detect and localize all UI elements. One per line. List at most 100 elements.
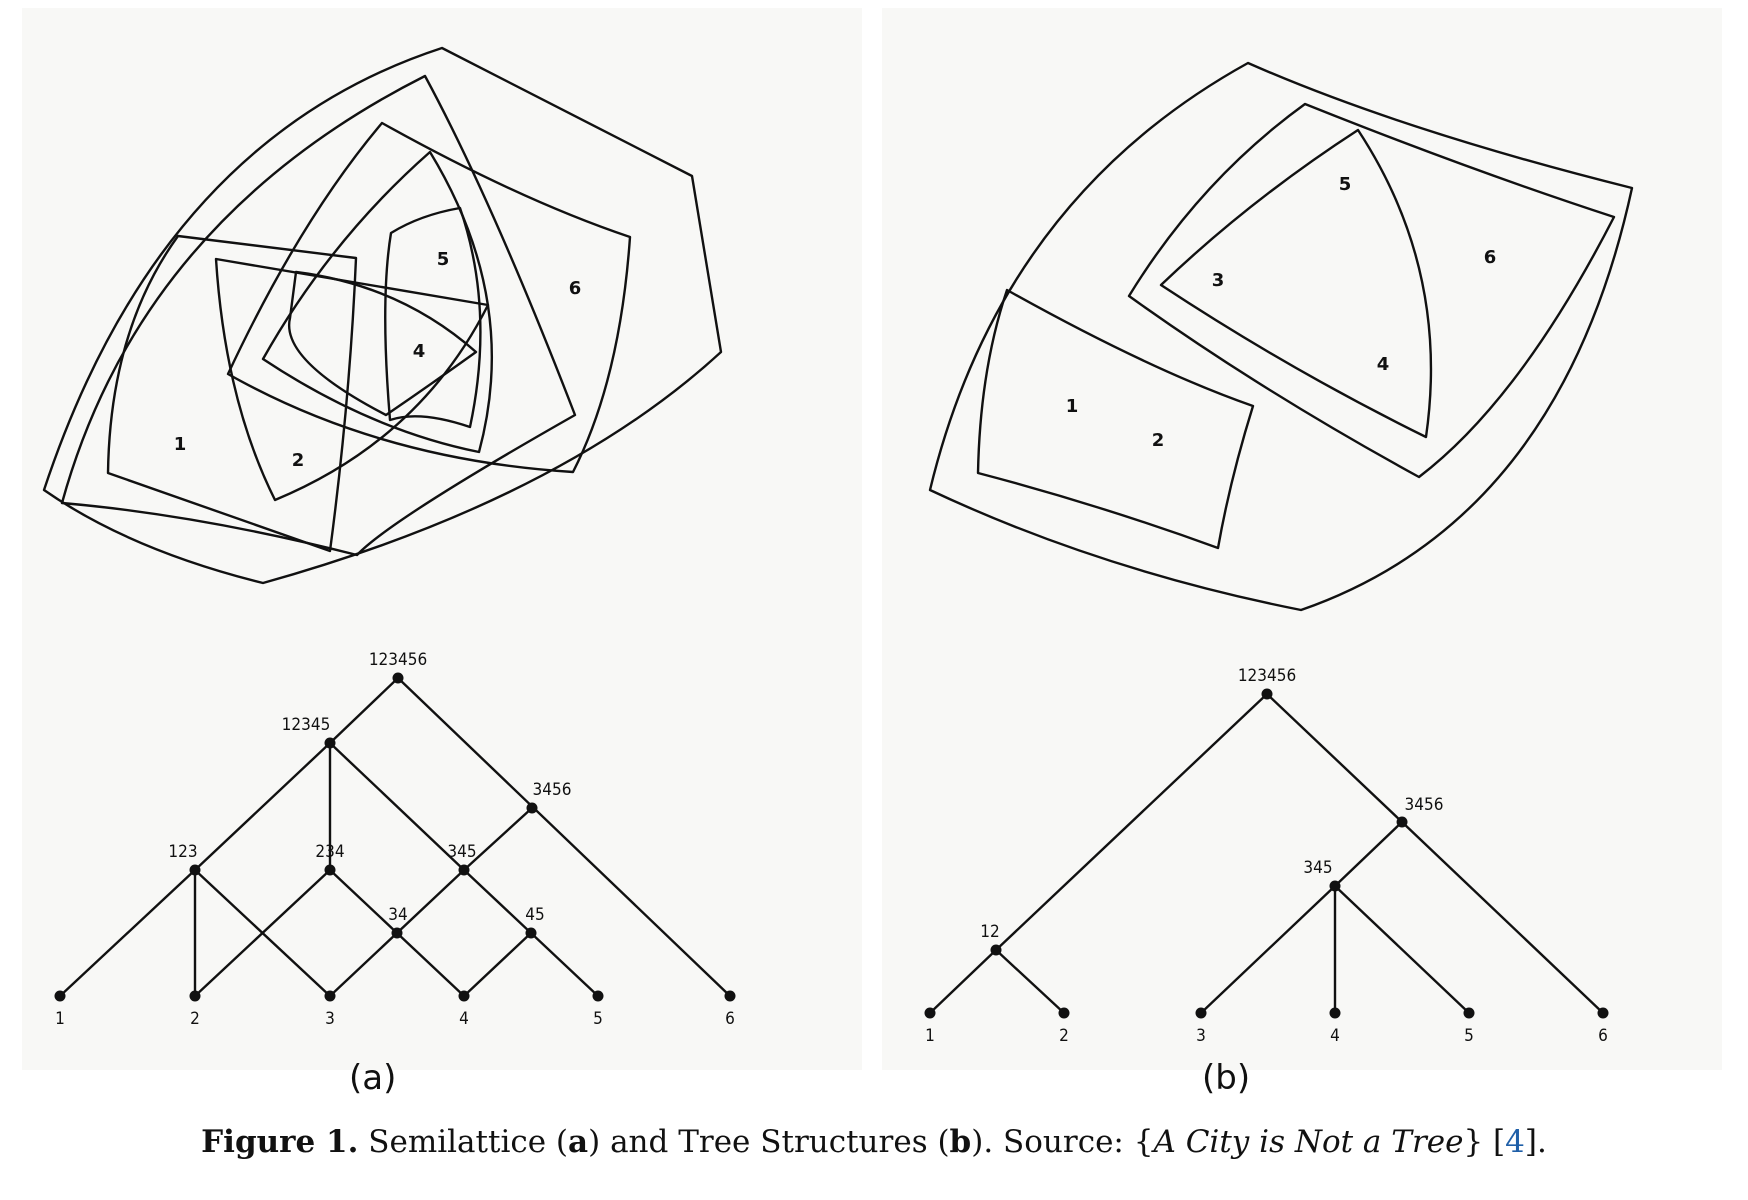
panel-a-background xyxy=(22,8,862,1070)
edge-12345-345 xyxy=(329,742,465,871)
edge-45-4 xyxy=(463,932,532,997)
tree-node-12 xyxy=(990,944,1002,956)
venn-diagram-b: 1 2 3 4 5 6 xyxy=(928,61,1634,612)
node-1 xyxy=(54,990,66,1002)
venn-a-label-1: 1 xyxy=(174,434,187,455)
caption-citation-link[interactable]: 4 xyxy=(1505,1124,1525,1160)
node-label-3: 3 xyxy=(325,1009,335,1029)
node-234 xyxy=(324,864,336,876)
node-label-4: 4 xyxy=(459,1009,469,1029)
tree-label-6: 6 xyxy=(1598,1026,1608,1046)
tree-edge-12-1 xyxy=(929,949,997,1014)
tree-edge-123456-12 xyxy=(995,693,1268,951)
node-label-6: 6 xyxy=(725,1009,735,1029)
tree-label-345: 345 xyxy=(1303,858,1332,878)
panel-label-a: (a) xyxy=(349,1058,397,1098)
tree-label-3456: 3456 xyxy=(1405,795,1444,815)
node-4 xyxy=(458,990,470,1002)
caption-text-1: Semilattice ( xyxy=(358,1124,569,1160)
venn-a-region-123 xyxy=(106,234,358,553)
venn-a-region-45 xyxy=(384,206,482,429)
venn-b-label-6: 6 xyxy=(1484,247,1497,268)
node-label-2: 2 xyxy=(190,1009,200,1029)
caption-figure-number: Figure 1. xyxy=(201,1124,359,1160)
node-45 xyxy=(525,927,537,939)
node-3456 xyxy=(526,802,538,814)
venn-b-region-345 xyxy=(1159,128,1433,439)
venn-b-region-3456 xyxy=(1127,102,1616,479)
node-5 xyxy=(592,990,604,1002)
venn-b-label-1: 1 xyxy=(1066,396,1079,417)
tree-edge-3456-6 xyxy=(1401,821,1604,1014)
venn-a-label-5: 5 xyxy=(437,249,450,270)
tree-label-3: 3 xyxy=(1196,1026,1206,1046)
node-label-234: 234 xyxy=(315,842,344,862)
venn-a-region-34 xyxy=(287,270,478,417)
venn-a-region-234 xyxy=(214,257,490,502)
tree-node-2 xyxy=(1058,1007,1070,1019)
tree-node-4 xyxy=(1329,1007,1341,1019)
tree-label-123456: 123456 xyxy=(1238,666,1296,686)
node-label-45: 45 xyxy=(525,905,544,925)
tree-node-1 xyxy=(924,1007,936,1019)
edge-34-4 xyxy=(396,932,465,997)
venn-b-label-4: 4 xyxy=(1377,354,1390,375)
tree-node-3 xyxy=(1195,1007,1207,1019)
tree-edge-123456-3456 xyxy=(1266,693,1403,823)
venn-a-region-12345 xyxy=(60,74,577,557)
node-label-123: 123 xyxy=(168,842,197,862)
node-label-123456: 123456 xyxy=(369,650,427,670)
tree-node-6 xyxy=(1597,1007,1609,1019)
edge-123456-3456 xyxy=(397,677,731,997)
edge-123456-12345 xyxy=(329,677,399,744)
caption-text-3: ). Source: { xyxy=(971,1124,1154,1160)
tree-node-3456 xyxy=(1396,816,1408,828)
edge-123-1 xyxy=(59,869,196,997)
tree-label-12: 12 xyxy=(980,922,999,942)
tree-label-2: 2 xyxy=(1059,1026,1069,1046)
tree-edge-12-2 xyxy=(995,949,1065,1014)
tree-edge-345-3 xyxy=(1200,885,1336,1014)
venn-b-label-2: 2 xyxy=(1152,430,1165,451)
node-label-3456: 3456 xyxy=(533,780,572,800)
venn-a-region-345 xyxy=(261,150,493,454)
edge-12345-123 xyxy=(194,742,331,871)
tree-node-5 xyxy=(1463,1007,1475,1019)
node-6 xyxy=(724,990,736,1002)
tree-edge-3456-345 xyxy=(1334,821,1403,887)
venn-a-label-6: 6 xyxy=(569,278,582,299)
node-label-12345: 12345 xyxy=(282,715,331,735)
tree-node-345 xyxy=(1329,880,1341,892)
panel-label-b: (b) xyxy=(1202,1058,1251,1098)
tree-label-5: 5 xyxy=(1464,1026,1474,1046)
caption-panel-b-ref: b xyxy=(949,1124,972,1160)
semilattice-a: 123456 12345 3456 123 234 345 34 45 1 2 … xyxy=(54,650,736,1029)
tree-edge-345-5 xyxy=(1334,885,1470,1014)
node-123 xyxy=(189,864,201,876)
venn-a-region-3456 xyxy=(226,121,632,474)
caption-panel-a-ref: a xyxy=(568,1124,589,1160)
venn-a-outer-region xyxy=(42,46,723,585)
venn-diagram-a: 1 2 5 4 6 xyxy=(42,46,723,585)
caption-text-4: } [ xyxy=(1463,1124,1506,1160)
node-label-5: 5 xyxy=(593,1009,603,1029)
caption-text-5: ]. xyxy=(1524,1124,1547,1160)
venn-a-label-2: 2 xyxy=(292,450,305,471)
node-345 xyxy=(458,864,470,876)
tree-b: 123456 3456 345 12 1 2 3 4 5 6 xyxy=(924,666,1609,1046)
node-label-345: 345 xyxy=(447,842,476,862)
tree-node-123456 xyxy=(1261,688,1273,700)
venn-b-region-12 xyxy=(976,288,1255,550)
caption-source-title: A City is Not a Tree xyxy=(1153,1124,1464,1160)
node-2 xyxy=(189,990,201,1002)
figure-caption: Figure 1. Semilattice (a) and Tree Struc… xyxy=(0,1124,1748,1160)
venn-b-outer-region xyxy=(928,61,1634,612)
node-label-34: 34 xyxy=(388,905,407,925)
edge-234-34 xyxy=(329,869,398,934)
edge-234-2 xyxy=(194,869,331,997)
venn-a-label-4: 4 xyxy=(413,341,426,362)
node-label-1: 1 xyxy=(55,1009,65,1029)
venn-b-label-5: 5 xyxy=(1339,174,1352,195)
node-12345 xyxy=(324,737,336,749)
